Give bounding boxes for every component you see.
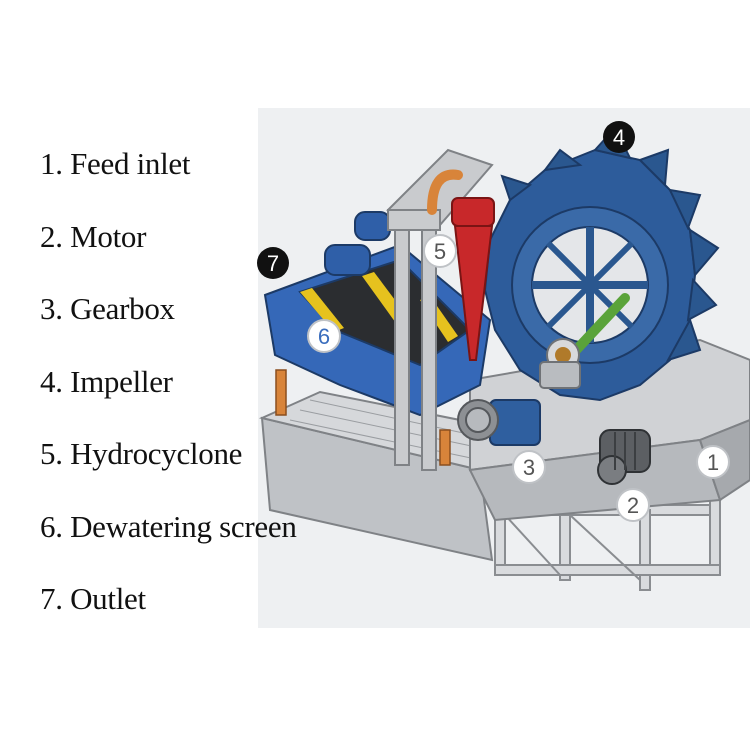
impeller-wheel <box>483 126 720 402</box>
callout-4: 4 <box>603 121 635 153</box>
legend-item-feed-inlet: 1. Feed inlet <box>40 146 191 181</box>
svg-text:3: 3 <box>523 455 535 480</box>
legend-item-dewatering-screen: 6. Dewatering screen <box>40 508 297 544</box>
legend-item-impeller: 4. Impeller <box>40 363 173 399</box>
callout-6: 6 <box>307 319 341 353</box>
callout-7: 7 <box>257 247 289 279</box>
svg-text:6: 6 <box>318 324 330 349</box>
gearbox-drawing <box>457 399 541 446</box>
legend-item-outlet: 7. Outlet <box>40 581 146 616</box>
svg-text:1: 1 <box>707 450 719 475</box>
drive-shaft <box>539 293 630 389</box>
callout-1: 1 <box>696 445 730 479</box>
motor-drawing <box>597 429 651 485</box>
component-legend: 1. Feed inlet 2. Motor 3. Gearbox 4. Imp… <box>40 146 297 654</box>
svg-text:7: 7 <box>267 251 279 276</box>
legend-item-gearbox: 3. Gearbox <box>40 291 175 326</box>
callout-2: 2 <box>616 488 650 522</box>
legend-item-hydrocyclone: 5. Hydrocyclone <box>40 436 243 471</box>
callout-3: 3 <box>512 450 546 484</box>
cyclone-support-frame <box>386 148 494 471</box>
callout-5: 5 <box>423 234 457 268</box>
svg-text:2: 2 <box>627 493 639 518</box>
callout-badges: 1 2 3 4 5 6 7 <box>257 121 730 522</box>
hydrocyclone-drawing <box>427 169 495 361</box>
legend-item-motor: 2. Motor <box>40 218 147 254</box>
svg-text:4: 4 <box>613 125 625 150</box>
svg-text:5: 5 <box>434 239 446 264</box>
